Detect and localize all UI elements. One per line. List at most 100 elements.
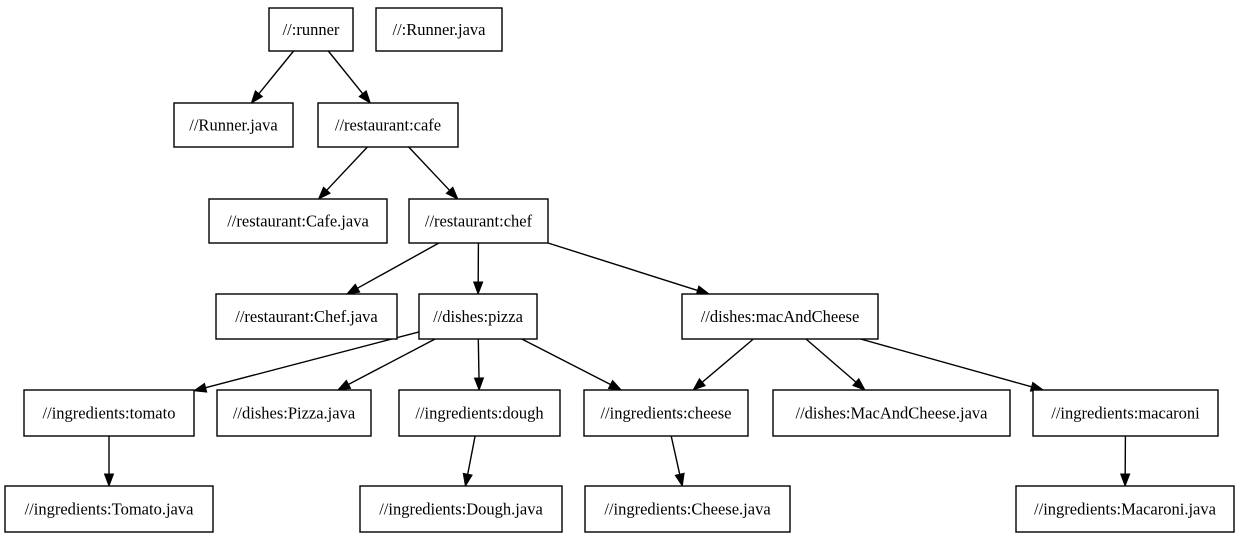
node-box — [375, 7, 503, 52]
node-box — [215, 293, 398, 340]
edge-line — [205, 331, 420, 389]
edge-line — [348, 338, 436, 386]
edge-chef-to-chef-java — [345, 242, 440, 295]
arrowhead-icon — [192, 382, 208, 393]
node-label: //ingredients:cheese — [600, 404, 731, 423]
edge-line — [408, 146, 451, 191]
node-box — [1015, 485, 1235, 533]
edge-line — [327, 50, 364, 95]
edge-pizza-to-pizza-java — [336, 338, 436, 391]
node-box — [4, 485, 214, 533]
node-box — [23, 389, 195, 437]
node-label: //:Runner.java — [392, 20, 486, 39]
edge-chef-to-pizza — [472, 242, 484, 296]
edge-line — [477, 338, 480, 379]
node-box — [359, 485, 563, 533]
node-label: //restaurant:Cafe.java — [227, 212, 369, 231]
node-label: //Runner.java — [189, 116, 278, 135]
graph-node-macaroni: //ingredients:macaroni — [1032, 389, 1219, 437]
node-box — [268, 7, 354, 52]
node-label: //ingredients:Dough.java — [379, 500, 543, 519]
graph-node-tomato-java: //ingredients:Tomato.java — [4, 485, 214, 533]
edge-mac-and-cheese-to-mac-and-cheese-java — [805, 338, 866, 391]
node-label: //:runner — [283, 20, 340, 39]
node-label: //dishes:Pizza.java — [233, 404, 356, 423]
edge-dough-to-dough-java — [462, 435, 476, 488]
arrowhead-icon — [317, 186, 331, 201]
edge-line — [467, 435, 476, 475]
edge-macaroni-to-macaroni-java — [1119, 435, 1131, 488]
edge-line — [670, 435, 681, 475]
edge-line — [701, 338, 754, 383]
arrowhead-icon — [674, 472, 685, 488]
node-label: //ingredients:Cheese.java — [604, 500, 771, 519]
node-box — [398, 389, 561, 437]
edge-line — [326, 146, 368, 191]
graph-node-chef: //restaurant:chef — [408, 198, 549, 244]
edge-cafe-to-cafe-java — [317, 146, 368, 201]
edge-pizza-to-tomato — [192, 331, 420, 393]
edge-chef-to-mac-and-cheese — [547, 242, 711, 296]
node-label: //ingredients:Tomato.java — [25, 500, 195, 519]
node-box — [583, 389, 749, 437]
node-label: //restaurant:Chef.java — [235, 307, 378, 326]
edge-runner-to-cafe — [327, 50, 372, 105]
graph-node-pizza: //dishes:pizza — [418, 293, 538, 340]
edge-cheese-to-cheese-java — [670, 435, 685, 488]
arrowhead-icon — [472, 281, 484, 296]
node-box — [681, 293, 879, 340]
edge-line — [547, 242, 698, 292]
graph-node-dough: //ingredients:dough — [398, 389, 561, 437]
node-label: //ingredients:macaroni — [1051, 404, 1200, 423]
graph-node-runner-java-file: //Runner.java — [173, 102, 294, 148]
graph-node-mac-and-cheese-java: //dishes:MacAndCheese.java — [772, 389, 1011, 437]
edge-mac-and-cheese-to-cheese — [692, 338, 754, 391]
arrowhead-icon — [1119, 473, 1131, 488]
arrowhead-icon — [607, 379, 623, 391]
node-box — [408, 198, 549, 244]
arrowhead-icon — [473, 377, 485, 392]
node-box — [216, 389, 372, 437]
graph-node-dough-java: //ingredients:Dough.java — [359, 485, 563, 533]
edge-line — [521, 338, 611, 386]
arrowhead-icon — [250, 89, 264, 105]
nodes-layer: //:runner //:Runner.java //Runner.java //re… — [4, 7, 1235, 533]
node-label: //restaurant:cafe — [335, 116, 441, 135]
node-label: //ingredients:Macaroni.java — [1034, 500, 1217, 519]
edge-runner-to-runner-java-file — [250, 50, 295, 105]
graph-node-cafe-java: //restaurant:Cafe.java — [208, 198, 388, 244]
edge-tomato-to-tomato-java — [103, 436, 115, 488]
node-box — [1032, 389, 1219, 437]
node-label: //restaurant:chef — [425, 212, 533, 231]
arrowhead-icon — [358, 89, 372, 105]
arrowhead-icon — [345, 283, 361, 295]
edge-pizza-to-cheese — [521, 338, 623, 391]
node-label: //dishes:macAndCheese — [701, 307, 860, 326]
node-box — [317, 102, 459, 148]
edge-pizza-to-dough — [473, 338, 485, 392]
graph-node-cafe: //restaurant:cafe — [317, 102, 459, 148]
graph-node-mac-and-cheese: //dishes:macAndCheese — [681, 293, 879, 340]
node-label: //dishes:MacAndCheese.java — [796, 404, 989, 423]
edge-line — [357, 242, 440, 289]
graph-node-pizza-java: //dishes:Pizza.java — [216, 389, 372, 437]
arrowhead-icon — [103, 473, 115, 488]
graph-node-chef-java: //restaurant:Chef.java — [215, 293, 398, 340]
graph-node-macaroni-java: //ingredients:Macaroni.java — [1015, 485, 1235, 533]
edge-line — [860, 338, 1032, 388]
graph-node-cheese: //ingredients:cheese — [583, 389, 749, 437]
node-box — [772, 389, 1011, 437]
arrowhead-icon — [336, 379, 352, 391]
edges-layer — [103, 50, 1131, 488]
node-box — [584, 485, 791, 533]
arrowhead-icon — [445, 186, 459, 201]
node-label: //ingredients:dough — [415, 404, 544, 423]
node-box — [208, 198, 388, 244]
node-label: //ingredients:tomato — [43, 404, 176, 423]
arrowhead-icon — [462, 472, 473, 488]
edge-line — [805, 338, 857, 383]
node-box — [418, 293, 538, 340]
arrowhead-icon — [692, 377, 707, 391]
